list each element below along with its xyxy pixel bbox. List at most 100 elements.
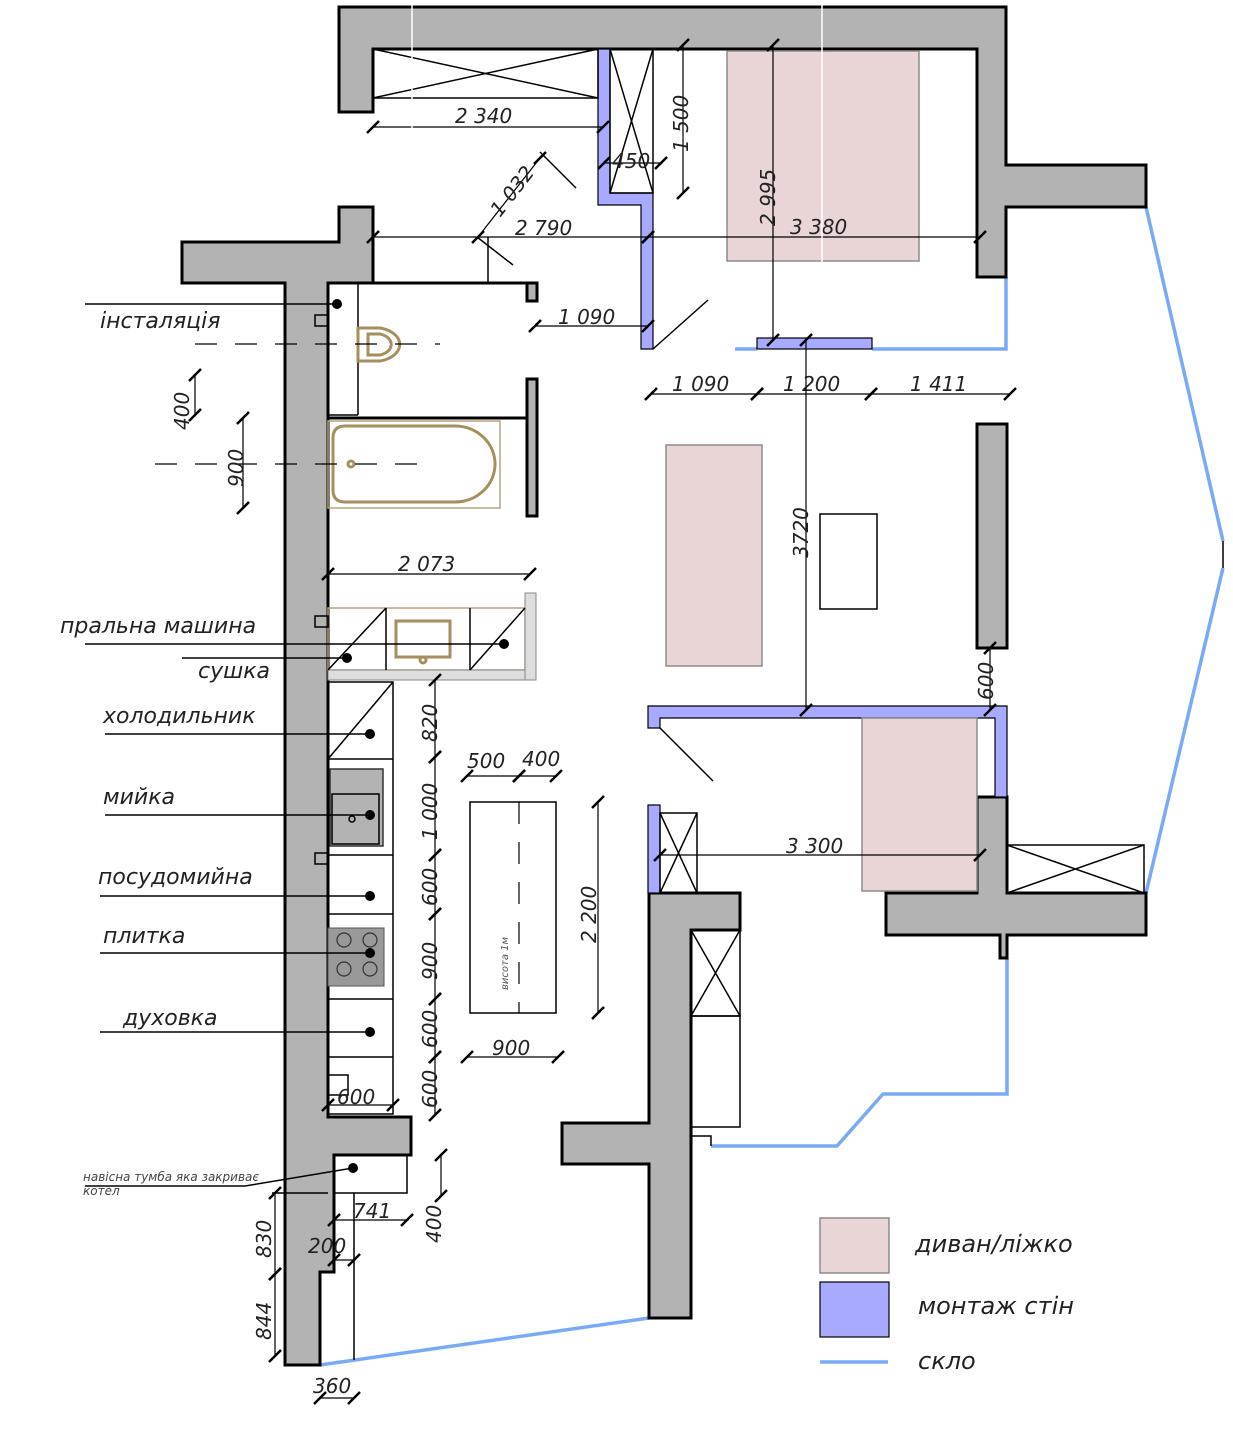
label-oven: духовка [122, 1006, 217, 1031]
wardrobes [372, 48, 1145, 1146]
washbasin-icon [394, 619, 452, 659]
label-dryer: сушка [198, 659, 270, 684]
structural-walls [180, 5, 1148, 1367]
label-island-height: висота 1м [500, 936, 511, 990]
dim-label-gap_600: 600 [974, 662, 998, 700]
dim-label-living_depth: 3720 [789, 507, 813, 558]
toilet-icon [356, 326, 402, 363]
label-fridge: холодильник [102, 704, 256, 729]
sofa-beds [665, 50, 978, 892]
label-dishwasher: посудомийна [98, 865, 253, 890]
bathtub-icon [331, 424, 497, 504]
new-wall-lower-left [647, 804, 661, 894]
dim-label-bedroom_depth: 2 995 [756, 169, 780, 226]
dim-label-kitchen_600c: 600 [418, 1070, 442, 1108]
coffee-table [819, 513, 878, 610]
legend-label-glass: скло [918, 1347, 976, 1375]
wardrobe-lower-left [659, 812, 698, 894]
dim-label-bedroom_width: 3 380 [790, 215, 847, 239]
leaders [85, 299, 509, 1187]
label-boiler-note-2: котел [83, 1184, 120, 1198]
dim-label-seg_1411: 1 411 [910, 372, 967, 396]
new-wall-bedroom2 [647, 705, 1008, 798]
wall-lower-central [560, 891, 742, 1320]
glass-bedroom-window [872, 277, 1008, 351]
hob-icon [327, 927, 385, 987]
dim-label-wall_200: 200 [308, 1234, 346, 1258]
dim-line-diagonal [477, 157, 541, 238]
dim-label-bath_door_offset: 1 090 [558, 305, 615, 329]
dim-label-niche_741: 741 [353, 1199, 391, 1223]
legend: диван/ліжко монтаж стін скло [819, 1217, 1074, 1375]
dim-label-wardrobe_width: 2 340 [455, 104, 512, 128]
centerlines [155, 343, 440, 465]
dim-label-closet_width: 450 [612, 149, 650, 173]
dim-label-diagonal: 1 032 [485, 161, 539, 221]
dim-label-bath_width: 2 073 [398, 552, 455, 576]
label-sink: мийка [103, 785, 175, 810]
dim-label-bath_900: 900 [224, 449, 248, 487]
dim-label-kitchen_600a: 600 [418, 868, 442, 906]
dim-label-bedroom2_width: 3 300 [786, 834, 843, 858]
dim-label-niche_400: 400 [422, 1205, 446, 1243]
glass-bottom [319, 1316, 650, 1367]
dim-label-kitchen_900: 900 [418, 942, 442, 980]
dim-label-kitchen_600b: 600 [418, 1010, 442, 1048]
kitchen [272, 314, 878, 1360]
label-washing-machine: пральна машина [60, 614, 256, 639]
doors [373, 151, 714, 782]
door-closet [539, 151, 577, 189]
bed-master [726, 50, 920, 262]
dim-label-seg_1200: 1 200 [783, 372, 840, 396]
dim-label-island_length: 2 200 [577, 886, 601, 943]
dim-label-wall_830: 830 [252, 1220, 276, 1258]
cabinet-hall [690, 1015, 741, 1128]
door-bedroom2 [659, 727, 714, 782]
dim-label-hall_width: 2 790 [515, 216, 572, 240]
wall-left-upper [180, 205, 413, 1367]
dim-label-kitchen_820: 820 [418, 704, 442, 742]
washing-machine-box [327, 607, 387, 671]
wardrobe-closet [609, 48, 654, 194]
dim-label-wall_844: 844 [252, 1302, 276, 1340]
wall-top [337, 5, 1148, 279]
legend-swatch-sofa [819, 1217, 890, 1274]
wall-living-pier [975, 422, 1009, 650]
wardrobe-balcony [1006, 844, 1145, 894]
annotations: інсталяція пральна машина сушка холодиль… [60, 309, 511, 1198]
dim-label-island_500: 500 [467, 749, 505, 773]
wardrobe-top [372, 48, 599, 99]
dim-label-kitchen_depth_600: 600 [337, 1085, 375, 1109]
dim-label-wall_360: 360 [313, 1374, 351, 1398]
new-wall-bedroom-front [756, 337, 873, 350]
label-installation: інсталяція [100, 309, 221, 334]
dim-label-kitchen_1000: 1 000 [418, 783, 442, 840]
sofa-living [665, 444, 763, 667]
dim-label-island_width: 900 [492, 1036, 530, 1060]
label-hob: плитка [103, 924, 185, 949]
bed-second [861, 717, 978, 892]
glass-lower-balcony [711, 958, 1009, 1148]
dim-label-closet_depth: 1 500 [669, 95, 693, 152]
glass-lines [319, 206, 1225, 1367]
wall-nub [525, 281, 539, 303]
glass-right-facade-lower [1144, 567, 1225, 894]
glass-right-facade [1144, 206, 1225, 542]
dim-label-seg_1090: 1 090 [672, 372, 729, 396]
kitchen-counter [327, 681, 394, 1115]
kitchen-island [469, 801, 557, 1014]
dim-label-bath_400: 400 [170, 392, 194, 430]
door-bedroom [652, 299, 709, 350]
kitchen-sink [329, 768, 384, 847]
dim-label-island_400: 400 [522, 747, 560, 771]
legend-swatch-new-wall [819, 1281, 890, 1338]
door-bath [476, 236, 514, 266]
dryer-box [469, 607, 526, 671]
label-boiler-note-1: навісна тумба яка закриває [83, 1170, 259, 1184]
legend-label-new-wall: монтаж стін [918, 1292, 1074, 1320]
legend-label-sofa: диван/ліжко [914, 1230, 1073, 1258]
bathroom [326, 283, 537, 1117]
wall-bathroom-partition [525, 377, 539, 518]
